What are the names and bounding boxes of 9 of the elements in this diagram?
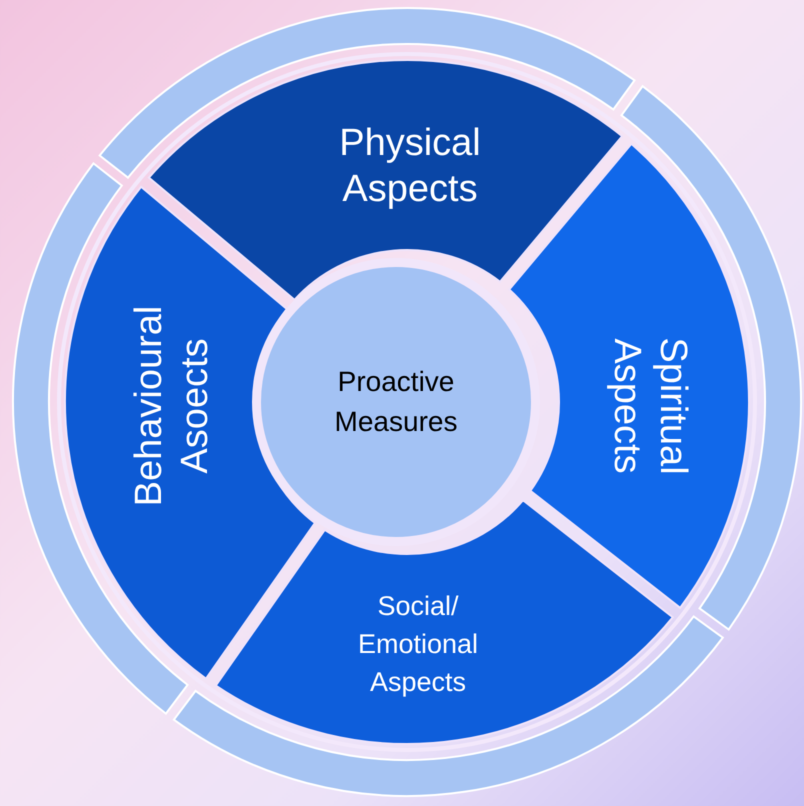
segment-shape bbox=[214, 499, 674, 745]
segment-shape bbox=[148, 59, 624, 301]
segment-shape bbox=[508, 142, 750, 609]
segment-label: Behavioural Asoects bbox=[127, 304, 217, 508]
segment-shape bbox=[64, 186, 316, 680]
segment-label: Social/ Emotional Aspects bbox=[356, 590, 480, 699]
segment-label: Physical Aspects bbox=[338, 121, 482, 212]
center-label: Proactive Measures bbox=[334, 365, 458, 439]
segment-label: Spiritual Aspects bbox=[605, 336, 695, 477]
